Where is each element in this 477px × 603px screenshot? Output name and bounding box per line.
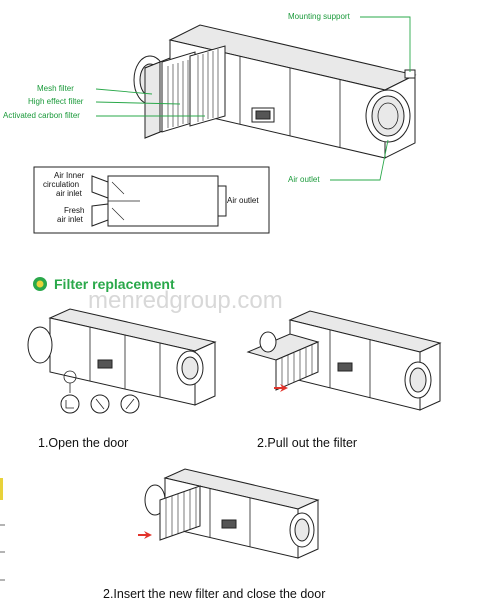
inner-inlet-line1: Air Inner [54, 171, 85, 180]
step1-unit-drawing [27, 308, 217, 414]
left-edge-accent [0, 478, 3, 500]
fresh-inlet-line2: air inlet [57, 215, 84, 224]
air-outlet-callout-label: Air outlet [288, 175, 320, 184]
high-effect-filter-label: High effect filter [28, 97, 84, 106]
section-bullet-inner-icon [36, 280, 44, 288]
step2-unit-drawing [246, 310, 442, 411]
main-unit-drawing [133, 24, 417, 159]
step3-insert-arrow-icon [138, 531, 152, 539]
watermark-text: menredgroup.com [88, 287, 283, 314]
mesh-filter-label: Mesh filter [37, 84, 74, 93]
inner-inlet-line3: air inlet [56, 189, 83, 198]
step3-unit-drawing [144, 468, 320, 559]
airflow-diagram [33, 166, 270, 234]
mounting-support-label: Mounting support [288, 12, 351, 21]
step3-caption: 2.Insert the new filter and close the do… [103, 587, 325, 601]
section-title: Filter replacement [54, 276, 175, 292]
step2-pull-arrow-icon [274, 384, 288, 392]
activated-carbon-filter-label: Activated carbon filter [3, 111, 80, 120]
inner-inlet-line2: circulation [43, 180, 79, 189]
callout-leaders [95, 16, 411, 181]
fresh-inlet-line1: Fresh [64, 206, 84, 215]
step2-caption: 2.Pull out the filter [257, 436, 357, 450]
step1-caption: 1.Open the door [38, 436, 128, 450]
diagram-air-outlet-label: Air outlet [227, 196, 259, 205]
